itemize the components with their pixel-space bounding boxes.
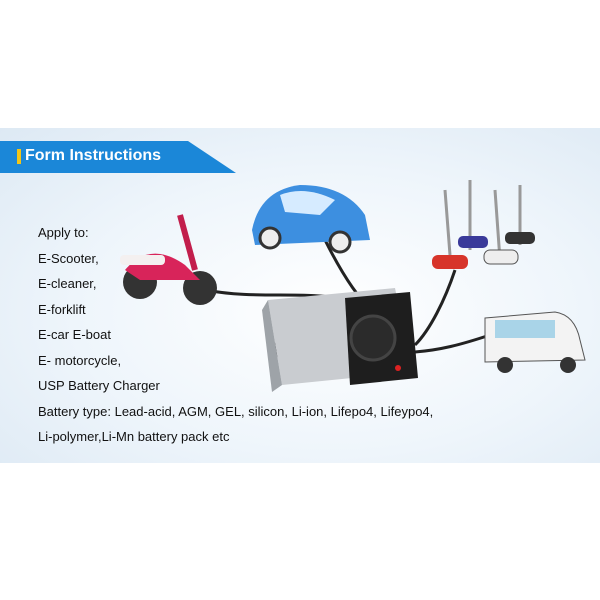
apply-item: USP Battery Charger bbox=[38, 378, 160, 393]
apply-to-text: Apply to: E-Scooter, E-cleaner, E-forkli… bbox=[38, 220, 433, 450]
banner-title: Form Instructions bbox=[25, 147, 162, 164]
scooter-image bbox=[120, 214, 217, 305]
balance-scooters-image bbox=[432, 180, 535, 269]
shuttle-bus-image bbox=[484, 311, 586, 373]
apply-item: E-forklift bbox=[38, 301, 86, 317]
banner-marker bbox=[17, 149, 21, 164]
car-image bbox=[252, 185, 370, 254]
apply-item: E- motorcycle, bbox=[38, 352, 122, 368]
apply-heading: Apply to: bbox=[38, 225, 89, 240]
battery-type: Battery type: Lead-acid, AGM, GEL, silic… bbox=[38, 403, 434, 419]
battery-type-cont: Li-polymer,Li-Mn battery pack etc bbox=[38, 429, 230, 444]
apply-item: E-Scooter, bbox=[38, 250, 99, 266]
charger-image bbox=[262, 288, 418, 392]
apply-item: E-car E-boat bbox=[38, 327, 111, 342]
apply-item: E-cleaner, bbox=[38, 276, 97, 291]
